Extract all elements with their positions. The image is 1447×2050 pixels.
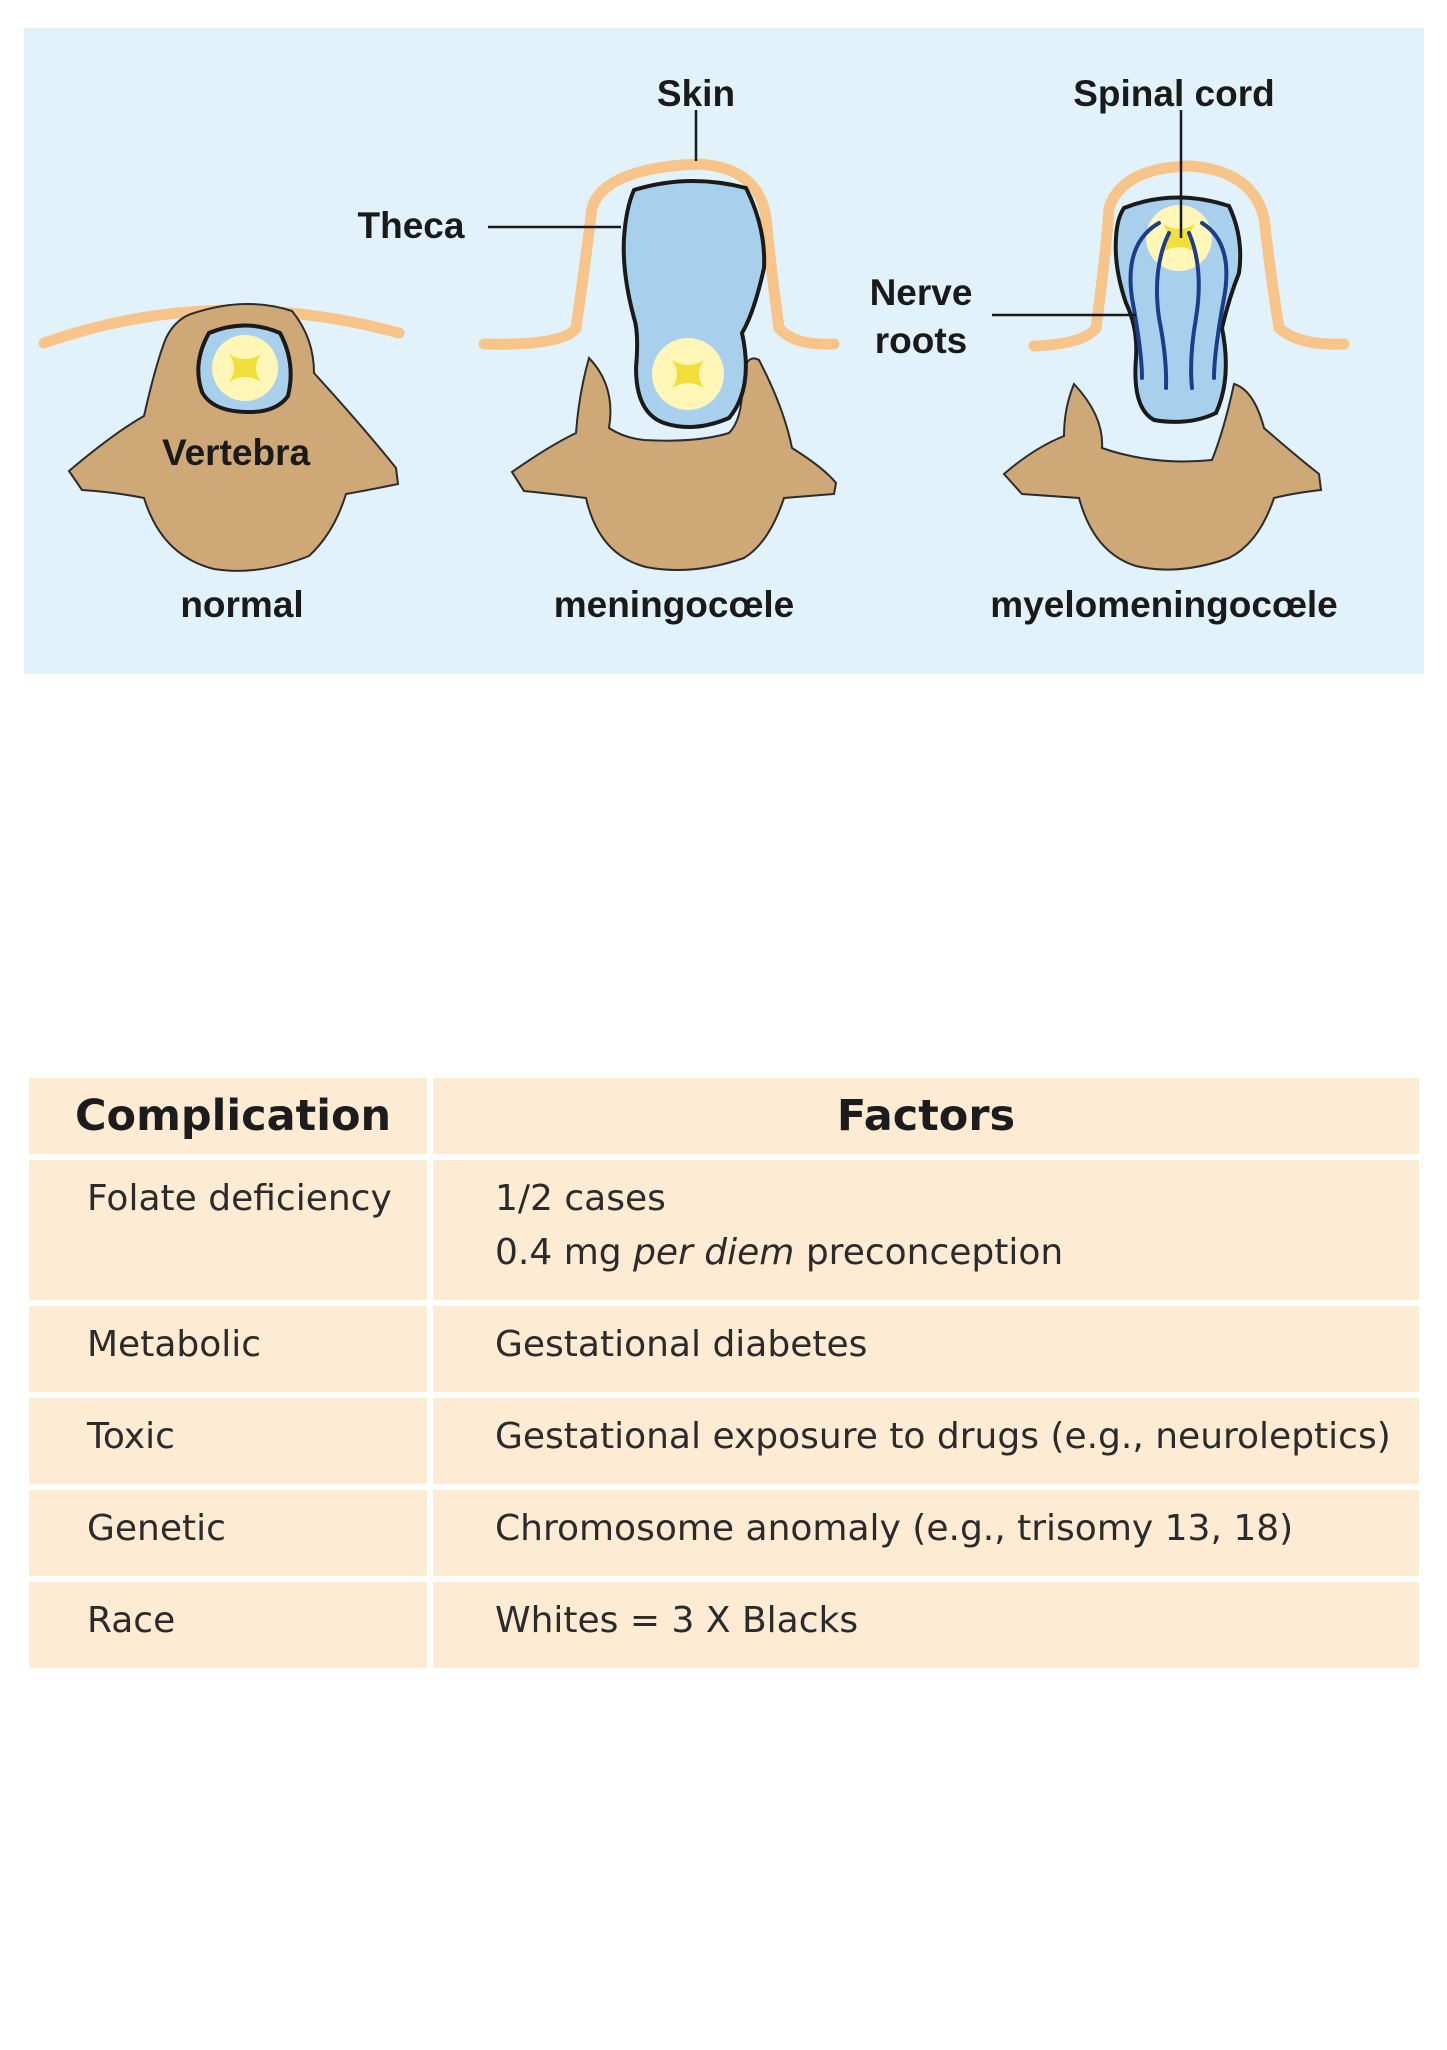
- nerve-roots: [1128, 221, 1229, 390]
- factors-cell: Gestational diabetes: [427, 1306, 1419, 1392]
- meningocele-panel: [478, 110, 840, 571]
- header-factors: Factors: [427, 1078, 1419, 1154]
- factors-cell: Chromosome anomaly (e.g., trisomy 13, 18…: [427, 1490, 1419, 1576]
- caption-normal: normal: [180, 584, 303, 625]
- table-row: Genetic Chromosome anomaly (e.g., trisom…: [29, 1490, 1419, 1576]
- skin-label: Skin: [657, 73, 735, 114]
- nerve-root-2: [1154, 231, 1171, 390]
- complications-table: Complication Factors Folate deficiency 1…: [29, 1072, 1419, 1674]
- caption-myelomeningocele: myelomeningocœle: [990, 584, 1337, 625]
- factors-cell: Gestational exposure to drugs (e.g., neu…: [427, 1398, 1419, 1484]
- normal-vertebra: [67, 302, 400, 572]
- factor-line-2-em: per diem: [633, 1232, 795, 1273]
- factor-line-2: 0.4 mg per diem preconception: [495, 1226, 1399, 1280]
- spina-bifida-diagram: Skin Spinal cord Theca Nerve roots Verte…: [24, 28, 1424, 674]
- nerve-root-3: [1187, 231, 1201, 390]
- nerve-roots-label-line1: Nerve: [870, 272, 973, 313]
- table-row: Toxic Gestational exposure to drugs (e.g…: [29, 1398, 1419, 1484]
- table-row: Folate deficiency 1/2 cases 0.4 mg per d…: [29, 1160, 1419, 1300]
- diagram-svg: Skin Spinal cord Theca Nerve roots Verte…: [24, 28, 1424, 674]
- table-row: Metabolic Gestational diabetes: [29, 1306, 1419, 1392]
- table-header-row: Complication Factors: [29, 1078, 1419, 1154]
- myelomeningocele-skin: [1028, 160, 1350, 352]
- myelomeningocele-panel: [992, 110, 1350, 571]
- factor-line-2-pre: 0.4 mg: [495, 1232, 634, 1273]
- complication-cell: Genetic: [29, 1490, 427, 1576]
- caption-meningocele: meningocœle: [554, 584, 795, 625]
- myelomeningocele-theca: [1113, 195, 1243, 424]
- nerve-root-1: [1128, 221, 1161, 380]
- complications-table-container: Complication Factors Folate deficiency 1…: [29, 1072, 1419, 1674]
- meningocele-vertebra: [510, 356, 838, 571]
- complication-cell: Metabolic: [29, 1306, 427, 1392]
- factor-line-2-post: preconception: [794, 1232, 1064, 1273]
- vertebra-label: Vertebra: [162, 432, 311, 473]
- meningocele-skin: [478, 158, 840, 350]
- complication-cell: Folate deficiency: [29, 1160, 427, 1300]
- myelomeningocele-vertebra: [1002, 382, 1323, 571]
- normal-panel: [38, 302, 405, 572]
- header-complication: Complication: [29, 1078, 427, 1154]
- factor-line-1: 1/2 cases: [495, 1178, 666, 1219]
- complication-cell: Toxic: [29, 1398, 427, 1484]
- theca-label: Theca: [358, 205, 465, 246]
- spinal-cord-label: Spinal cord: [1073, 73, 1274, 114]
- factors-cell: Whites = 3 X Blacks: [427, 1582, 1419, 1668]
- nerve-root-4: [1200, 221, 1229, 380]
- nerve-roots-label-line2: roots: [875, 320, 968, 361]
- complication-cell: Race: [29, 1582, 427, 1668]
- factors-cell: 1/2 cases 0.4 mg per diem preconception: [427, 1160, 1419, 1300]
- table-row: Race Whites = 3 X Blacks: [29, 1582, 1419, 1668]
